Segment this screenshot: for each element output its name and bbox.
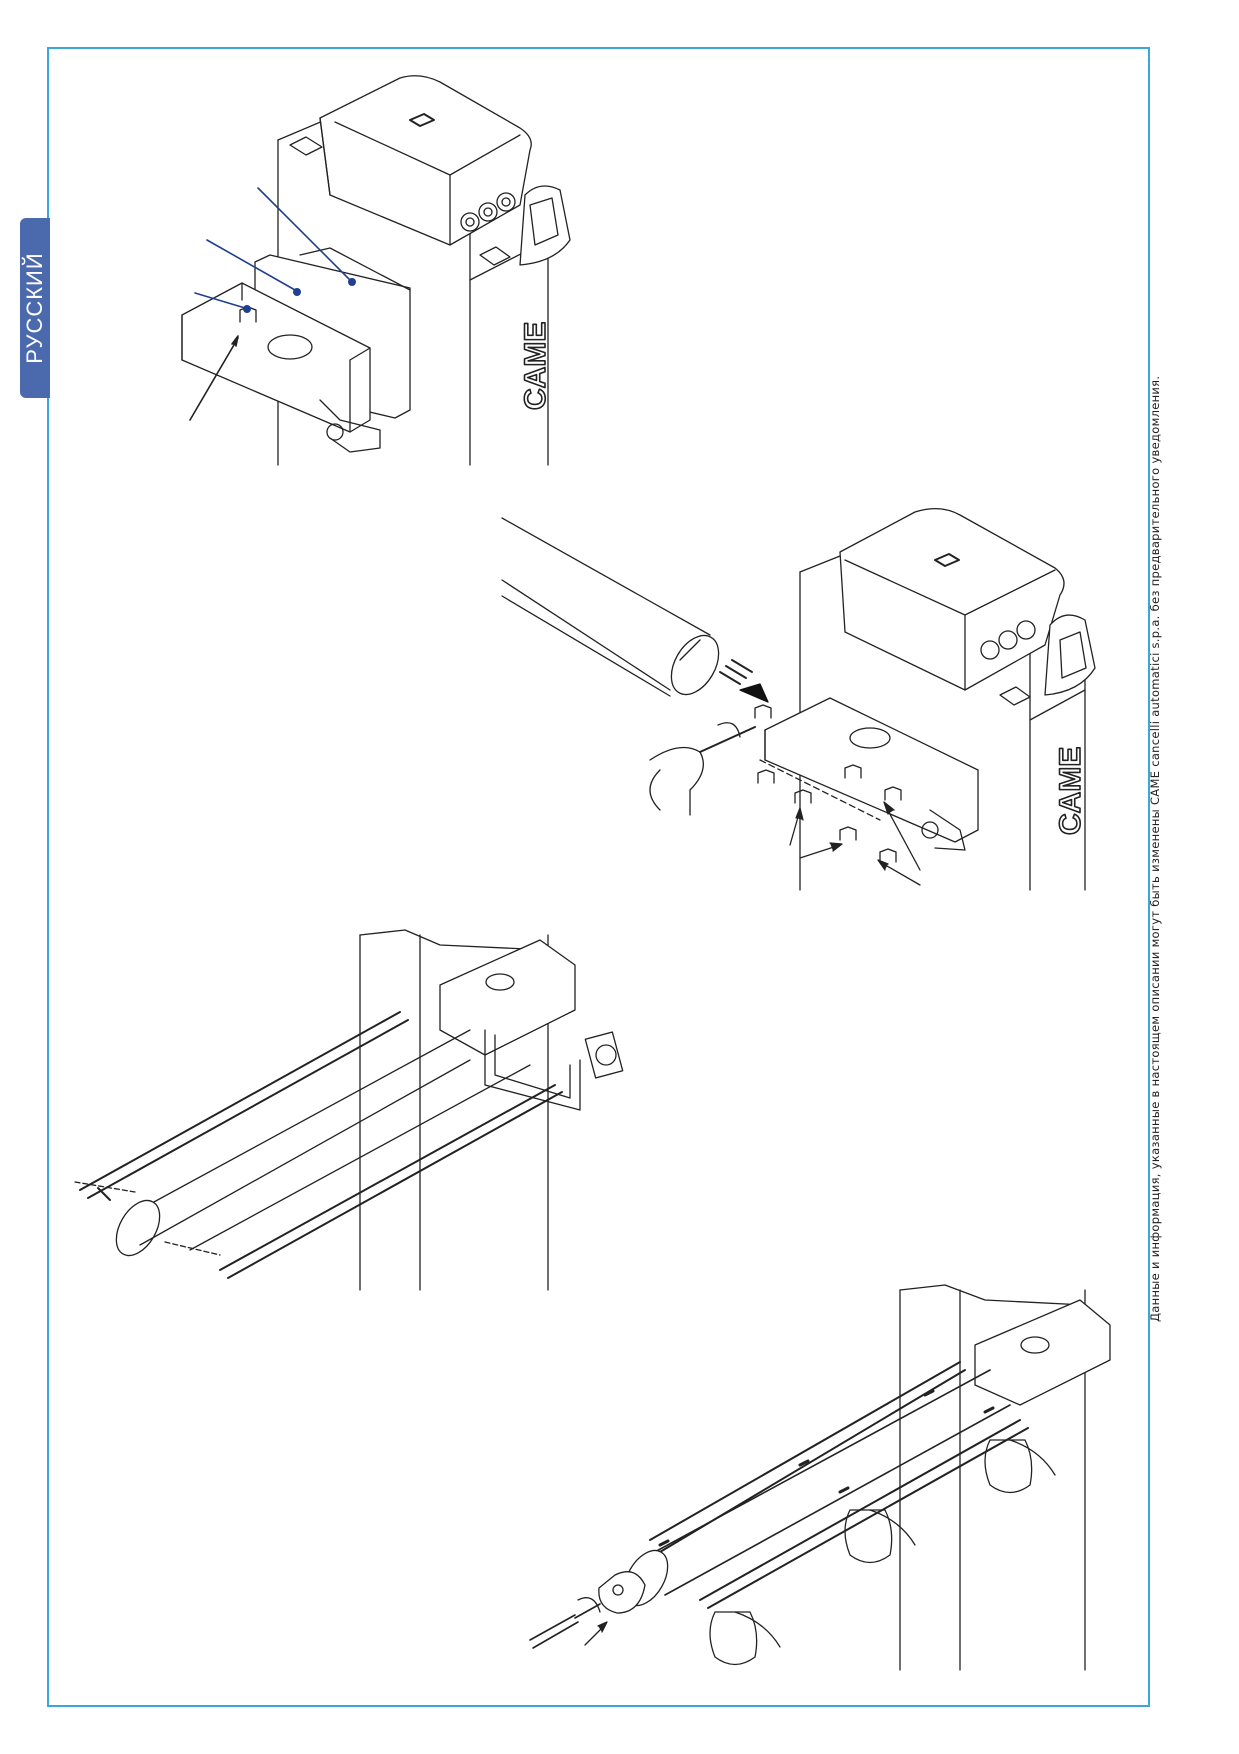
brand-logo-fig1: CAME bbox=[519, 322, 552, 410]
fixing-screws bbox=[754, 704, 902, 863]
cable-glands bbox=[460, 192, 516, 232]
part-leaders bbox=[189, 187, 356, 421]
figure-bracket-assembly: CAME bbox=[181, 75, 571, 466]
brand-logo-fig2: CAME bbox=[1054, 747, 1087, 835]
language-tab: РУССКИЙ bbox=[20, 218, 50, 398]
figure-profile-strips bbox=[74, 929, 624, 1291]
page-frame bbox=[47, 47, 1150, 1707]
figure-final-assembly bbox=[529, 1284, 1111, 1671]
figure-boom-insertion: CAME bbox=[501, 508, 1096, 891]
